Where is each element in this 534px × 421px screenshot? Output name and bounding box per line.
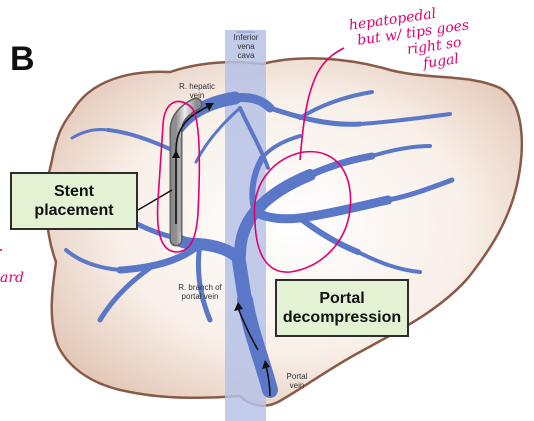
portal-branch-label: R. branch of portal vein [178,283,222,301]
handwritten-margin-word: ard [0,270,25,286]
hepatic-vein-label: R. hepatic vein [178,82,216,100]
hepatic-veins [70,90,452,170]
panel-letter: B [10,40,35,78]
flow-arrows [175,103,271,397]
ivc-label: Inferior vena cava [233,33,259,60]
portal-decompression-callout: Portal decompression [275,279,409,337]
portal-vein-label: Portal vein [286,372,308,390]
stent-placement-callout: Stent placement [10,172,138,230]
handwritten-circles [0,47,352,273]
